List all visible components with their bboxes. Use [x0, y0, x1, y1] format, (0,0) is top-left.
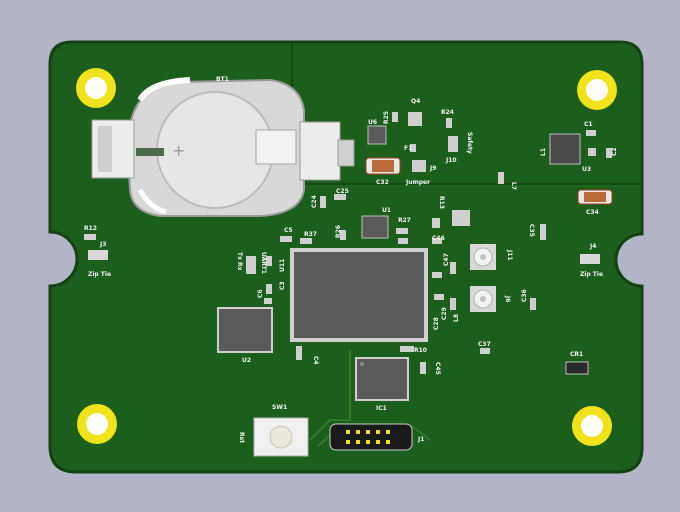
label-bt1: BT1	[216, 76, 229, 83]
label-u11: U11	[279, 259, 286, 272]
label-c24: C24	[311, 195, 318, 208]
silkscreen-labels: BT1 U6 R25 Q4 R24 F1 J10 Safety C32 J9 J…	[84, 76, 618, 443]
label-uart1: UART1	[260, 252, 267, 274]
label-j10: J10	[445, 157, 457, 164]
label-u3: U3	[582, 166, 591, 173]
label-cr1: CR1	[570, 351, 583, 358]
label-u6: U6	[368, 119, 377, 126]
label-l8: L8	[453, 314, 460, 322]
label-c3: C3	[279, 281, 286, 290]
label-c1: C1	[584, 121, 593, 128]
ufl-connector-j11	[470, 244, 496, 270]
reset-button[interactable]	[253, 417, 309, 457]
battery-holder: +	[91, 77, 355, 217]
label-r25: R25	[383, 111, 390, 124]
u1-chip	[361, 215, 389, 239]
label-sw1: SW1	[272, 404, 287, 411]
mcu-chip	[290, 248, 428, 342]
label-c32: C32	[376, 179, 389, 186]
mounting-hole-tr	[577, 70, 617, 110]
c32-capacitor	[365, 157, 401, 175]
j4-pad	[580, 254, 600, 264]
j3-pad	[88, 250, 108, 260]
label-l7: L7	[510, 182, 517, 190]
label-q4: Q4	[411, 98, 420, 105]
label-j6: J6	[504, 295, 511, 302]
mounting-hole-bl	[77, 404, 117, 444]
label-zip-tie-right: Zip Tie	[580, 271, 603, 278]
label-r24: R24	[441, 109, 454, 116]
label-r12: R12	[84, 225, 97, 232]
label-c35: C35	[528, 224, 535, 237]
label-c47: C47	[443, 253, 450, 266]
label-c37: C37	[478, 341, 491, 348]
label-c46: C46	[432, 235, 445, 242]
passive-components	[84, 112, 612, 374]
label-c25: C25	[336, 188, 349, 195]
label-r37: R37	[304, 231, 317, 238]
label-c45: C45	[434, 362, 441, 375]
label-j4: J4	[589, 243, 596, 250]
label-c36: C36	[521, 289, 528, 302]
label-safety: Safety	[466, 132, 473, 154]
label-r13: R13	[438, 196, 445, 209]
label-j3: J3	[99, 241, 106, 248]
label-zip-tie-left: Zip Tie	[88, 271, 111, 278]
ufl-connector-j6	[470, 286, 496, 312]
label-r10: R10	[414, 347, 427, 354]
label-u2: U2	[242, 357, 251, 364]
label-c28: C28	[433, 317, 440, 330]
c34-capacitor	[577, 189, 613, 205]
ic1-chip	[355, 357, 409, 401]
u2-chip	[217, 307, 273, 353]
u6-chip	[367, 125, 387, 145]
mounting-hole-br	[572, 406, 612, 446]
cr1-diode	[565, 361, 589, 375]
label-r27: R27	[398, 217, 411, 224]
label-l1: L1	[540, 148, 547, 156]
mounting-hole-tl	[76, 68, 116, 108]
label-j11: J11	[506, 249, 513, 261]
label-u1: U1	[382, 207, 391, 214]
label-j9: J9	[429, 165, 436, 172]
label-c6: C6	[257, 289, 264, 298]
label-c29: C29	[441, 307, 448, 320]
j1-header	[329, 423, 413, 451]
l1-inductor	[549, 133, 581, 165]
label-c34: C34	[586, 209, 599, 216]
label-f1: F1	[404, 145, 412, 152]
label-ic1: IC1	[376, 405, 387, 412]
label-j1: J1	[417, 436, 424, 443]
label-c5: C5	[284, 227, 293, 234]
label-rst: Rst	[238, 432, 245, 443]
label-r26: R26	[335, 225, 342, 238]
label-tx-rx: Tx Rx	[236, 252, 243, 271]
svg-text:+: +	[172, 141, 185, 160]
label-c2: C2	[611, 147, 618, 156]
label-c4: C4	[312, 356, 319, 365]
label-jumper: Jumper	[405, 179, 430, 186]
